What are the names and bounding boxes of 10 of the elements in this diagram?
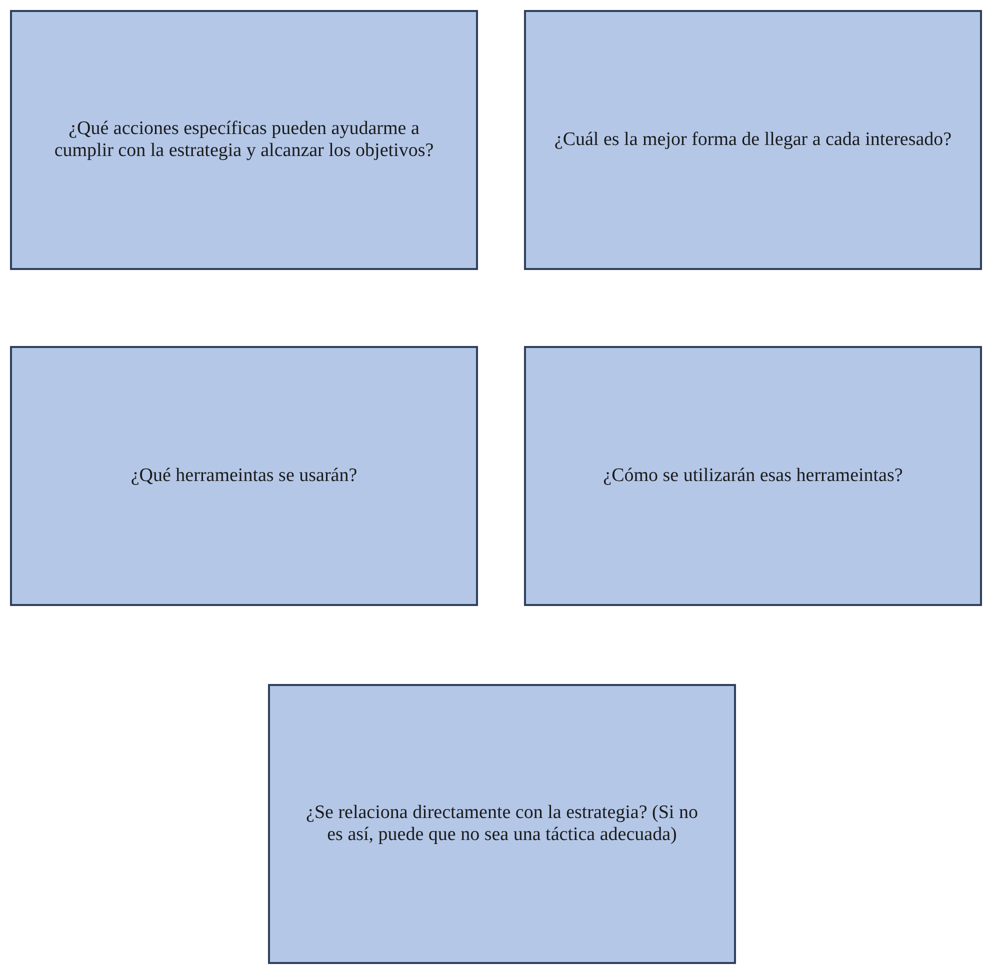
question-box — [524, 10, 982, 270]
question-text: ¿Cuál es la mejor forma de llegar a cada interesado? — [554, 129, 952, 151]
question-text: ¿Cómo se utilizarán esas herrameintas? — [603, 465, 903, 487]
question-text: ¿Qué acciones específicas pueden ayudarme a cumplir con la estrategia y alcanzar los objetivos? — [53, 118, 435, 162]
question-box — [268, 684, 736, 964]
question-box — [10, 346, 478, 606]
question-text: ¿Se relaciona directamente con la estrategia? (Si no es así, puede que no sea una táctica adecuada) — [305, 802, 699, 846]
question-box — [10, 10, 478, 270]
question-text: ¿Qué herrameintas se usarán? — [130, 465, 358, 487]
question-box — [524, 346, 982, 606]
